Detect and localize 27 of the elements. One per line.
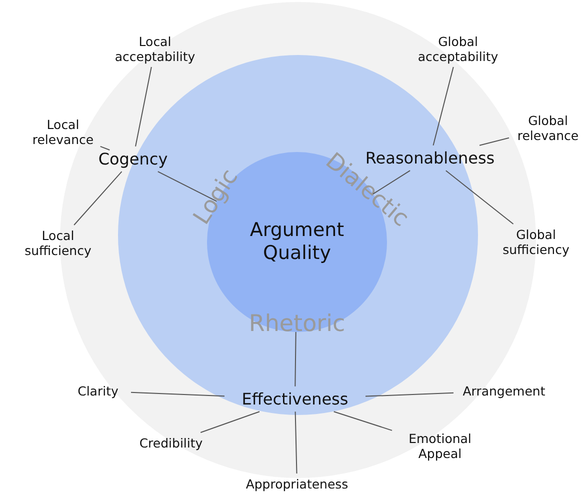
dimension-label: Effectiveness xyxy=(228,389,362,409)
ring-label: Rhetoric xyxy=(248,311,346,337)
connector-line xyxy=(74,171,122,226)
sub-dimension-label: Global relevance xyxy=(512,113,584,143)
dimension-label: Cogency xyxy=(83,149,183,169)
connector-line xyxy=(200,411,260,433)
sub-dimension-label: Arrangement xyxy=(456,384,552,398)
connector-line xyxy=(372,170,411,194)
connector-line xyxy=(135,66,152,147)
sub-dimension-label: Appropriateness xyxy=(232,476,362,492)
sub-dimension-label: Global sufficiency xyxy=(491,227,581,257)
connector-line xyxy=(365,392,454,397)
connector-line xyxy=(333,411,392,431)
sub-dimension-label: Global acceptability xyxy=(403,34,513,64)
sub-dimension-label: Local sufficiency xyxy=(13,228,103,258)
connector-line xyxy=(432,66,454,146)
sub-dimension-label: Emotional Appeal xyxy=(395,431,485,461)
connector-line xyxy=(479,137,510,146)
connector-line xyxy=(100,146,110,150)
sub-dimension-label: Clarity xyxy=(68,384,128,398)
connector-line xyxy=(294,411,298,474)
sub-dimension-label: Local relevance xyxy=(18,117,108,147)
connector-line xyxy=(294,332,296,387)
connector-line xyxy=(445,170,514,224)
sub-dimension-label: Local acceptability xyxy=(105,34,205,64)
connector-line xyxy=(157,171,218,202)
sub-dimension-label: Credibility xyxy=(131,436,211,450)
